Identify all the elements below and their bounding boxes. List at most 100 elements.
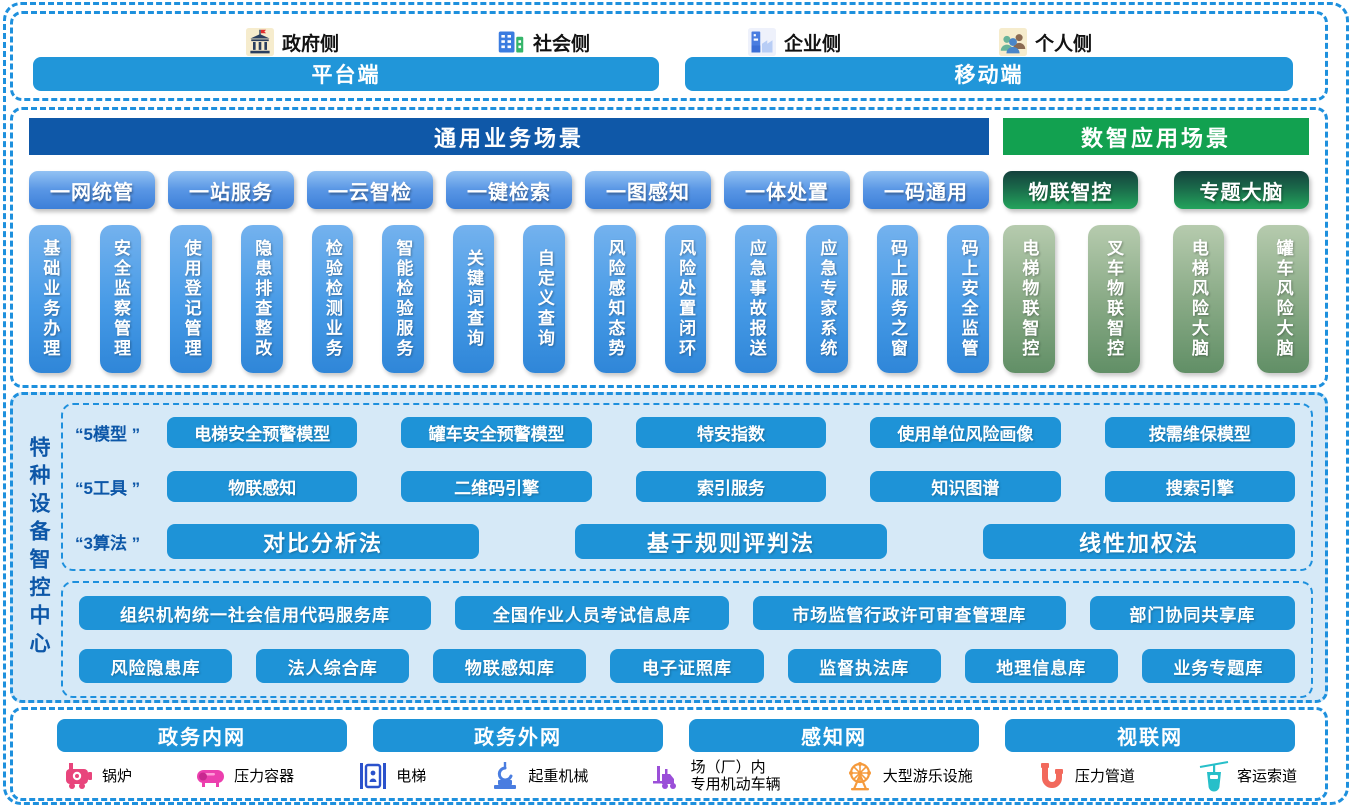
scenario-pill: 叉车物联智控 (1087, 225, 1140, 373)
clients-row: 政府侧 社会侧 (13, 24, 1325, 60)
smart-control-center-section: 特种设备智控中心 “5模型 ” 电梯安全预警模型 罐车安全预警模型 特安指数 使… (10, 392, 1328, 703)
network-bars-row: 政务内网 政务外网 感知网 视联网 (57, 719, 1295, 752)
scenario-button: 一网统管 (29, 171, 155, 209)
equipment-label: 客运索道 (1236, 767, 1297, 785)
scenario-pill: 使用登记管理 (170, 225, 212, 373)
scenario-pill: 检验检测业务 (311, 225, 354, 373)
society-icon (498, 31, 524, 53)
section-side-label: 特种设备智控中心 (27, 435, 50, 660)
pressure-vessel-icon (197, 770, 225, 788)
amusement-ride-icon (848, 762, 871, 791)
scenario-button: 一体处置 (724, 171, 850, 209)
equipment-label: 起重机械 (528, 767, 589, 785)
scenario-button: 物联智控 (1003, 171, 1138, 209)
tool-button: 搜索引擎 (1104, 470, 1296, 502)
elevator-icon (360, 763, 387, 790)
client-government: 政府侧 (245, 28, 339, 56)
algorithms-row-label: “3算法 ” (75, 534, 141, 553)
model-button: 电梯安全预警模型 (167, 417, 358, 448)
database-button: 全国作业人员考试信息库 (455, 596, 729, 630)
database-button: 组织机构统一社会信用代码服务库 (79, 596, 431, 630)
database-button: 地理信息库 (964, 649, 1118, 683)
database-button: 监督执法库 (787, 649, 941, 683)
equipment-label: 电梯 (396, 767, 427, 785)
algorithm-button: 基于规则评判法 (575, 524, 887, 559)
scenario-button: 一码通用 (863, 171, 989, 209)
scenario-button: 专题大脑 (1174, 171, 1309, 209)
algorithm-button: 对比分析法 (167, 524, 479, 559)
database-button: 业务专题库 (1141, 649, 1295, 683)
client-label: 社会侧 (532, 33, 590, 55)
scenario-pill: 码上安全监管 (947, 225, 989, 373)
equipment-label: 大型游乐设施 (882, 767, 973, 785)
model-button: 特安指数 (635, 417, 827, 448)
models-row: “5模型 ” 电梯安全预警模型 罐车安全预警模型 特安指数 使用单位风险画像 按… (75, 417, 1296, 448)
digital-scenarios-header: 数智应用场景 (1003, 118, 1309, 155)
digital-scenario-buttons: 物联智控 专题大脑 (1003, 171, 1309, 209)
scenario-pill: 安全监察管理 (99, 225, 142, 373)
client-label: 企业侧 (784, 33, 842, 55)
scenario-pill: 应急专家系统 (806, 225, 848, 373)
general-scenario-pills: 基础业务办理 安全监察管理 使用登记管理 隐患排查整改 检验检测业务 智能检验服… (29, 225, 989, 373)
equipment-label: 压力管道 (1074, 767, 1135, 785)
general-scenario-buttons: 一网统管 一站服务 一云智检 一键检索 一图感知 一体处置 一码通用 (29, 171, 989, 209)
tool-button: 二维码引擎 (401, 470, 592, 502)
scenario-pill: 自定义查询 (523, 225, 566, 373)
scenario-pill: 智能检验服务 (382, 225, 424, 373)
equipment-pressure-pipeline: 压力管道 (1036, 760, 1135, 792)
scenario-pill: 风险感知态势 (594, 225, 636, 373)
scenario-pill: 基础业务办理 (29, 225, 71, 373)
scenario-pill: 罐车风险大脑 (1257, 225, 1309, 373)
network-bar: 政务内网 (57, 719, 347, 752)
government-icon (245, 28, 274, 56)
equipment-passenger-ropeway: 客运索道 (1198, 760, 1297, 792)
algorithm-button: 线性加权法 (983, 524, 1295, 559)
database-button: 电子证照库 (610, 649, 764, 683)
scenario-button: 一图感知 (585, 171, 711, 209)
equipment-label: 锅炉 (102, 767, 133, 785)
database-button: 部门协同共享库 (1089, 596, 1295, 630)
enterprise-icon (748, 28, 776, 56)
boiler-icon (66, 763, 92, 790)
client-label: 政府侧 (281, 33, 339, 55)
tools-row-label: “5工具 ” (75, 478, 141, 498)
general-scenarios-column: 通用业务场景 一网统管 一站服务 一云智检 一键检索 一图感知 一体处置 一码通… (29, 118, 989, 373)
network-section: 政务内网 政务外网 感知网 视联网 锅炉 (10, 707, 1328, 801)
capabilities-box: “5模型 ” 电梯安全预警模型 罐车安全预警模型 特安指数 使用单位风险画像 按… (61, 403, 1313, 571)
databases-box: 组织机构统一社会信用代码服务库 全国作业人员考试信息库 市场监管行政许可审查管理… (61, 581, 1313, 698)
pressure-pipeline-icon (1040, 763, 1063, 789)
equipment-factory-vehicle: 场（厂）内 专用机动车辆 (652, 759, 781, 794)
equipment-label: 场（厂）内 专用机动车辆 (690, 759, 781, 794)
network-bar: 视联网 (1005, 719, 1295, 752)
scenario-button: 一云智检 (307, 171, 433, 209)
network-bar: 政务外网 (373, 719, 663, 752)
equipment-pressure-vessel: 压力容器 (195, 760, 294, 792)
passenger-ropeway-icon (1199, 761, 1229, 792)
database-row-1: 组织机构统一社会信用代码服务库 全国作业人员考试信息库 市场监管行政许可审查管理… (79, 596, 1295, 630)
models-row-label: “5模型 ” (75, 425, 141, 444)
personal-icon (999, 28, 1028, 56)
model-button: 按需维保模型 (1104, 417, 1296, 448)
terminals-row: 平台端 移动端 (33, 57, 1293, 91)
scenario-button: 一站服务 (168, 171, 294, 209)
tool-button: 知识图谱 (870, 470, 1061, 502)
tool-button: 索引服务 (635, 470, 827, 502)
platform-terminal-bar: 平台端 (33, 57, 659, 91)
scenario-pill: 风险处置闭环 (664, 225, 707, 373)
equipment-row: 锅炉 压力容器 电梯 (63, 759, 1297, 794)
network-bar: 感知网 (689, 719, 979, 752)
equipment-crane: 起重机械 (489, 760, 588, 792)
scenario-button: 一键检索 (446, 171, 572, 209)
model-button: 罐车安全预警模型 (401, 417, 592, 448)
equipment-label: 压力容器 (234, 767, 295, 785)
equipment-elevator: 电梯 (357, 760, 426, 792)
scenario-pill: 电梯物联智控 (1003, 225, 1055, 373)
tool-button: 物联感知 (167, 470, 358, 502)
database-button: 市场监管行政许可审查管理库 (752, 596, 1066, 630)
tools-row: “5工具 ” 物联感知 二维码引擎 索引服务 知识图谱 搜索引擎 (75, 470, 1296, 502)
database-button: 物联感知库 (433, 649, 587, 683)
equipment-amusement-ride: 大型游乐设施 (844, 760, 973, 792)
database-button: 法人综合库 (256, 649, 410, 683)
scenario-pill: 电梯风险大脑 (1172, 225, 1225, 373)
